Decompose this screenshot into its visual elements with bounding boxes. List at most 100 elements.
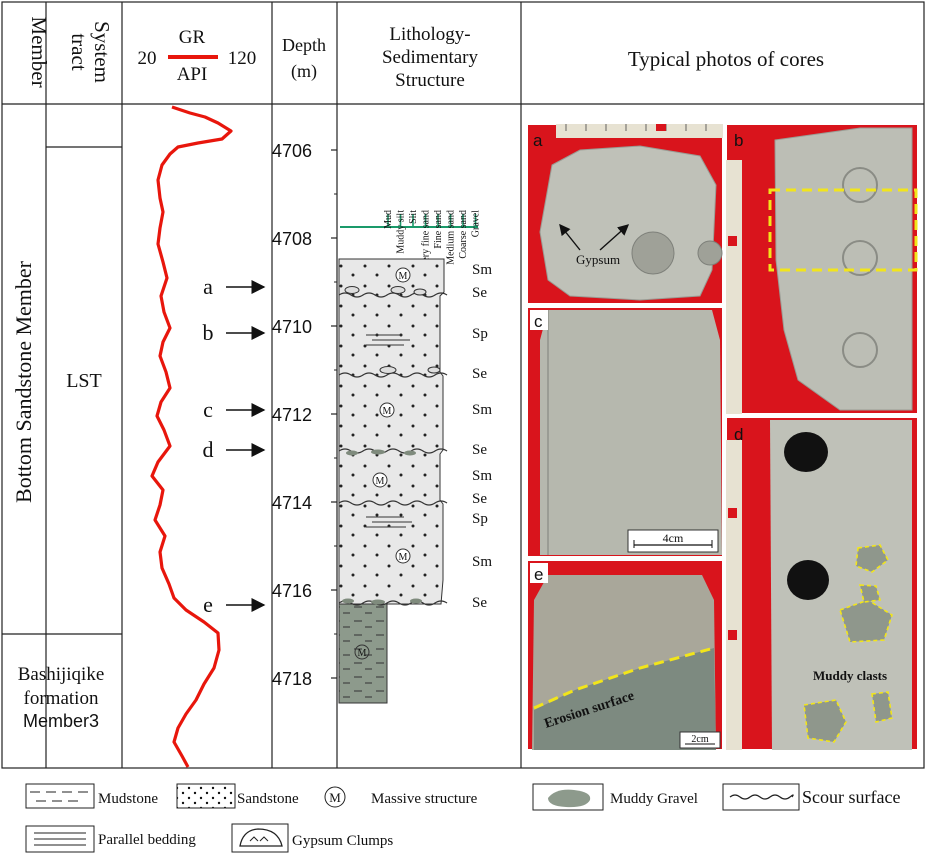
gypsum-arrow-left bbox=[559, 223, 581, 251]
mudstone-body bbox=[338, 603, 388, 704]
core-photo-a: a Gypsum bbox=[526, 123, 724, 305]
gr-unit: API bbox=[177, 64, 208, 85]
header-lithology-1: Lithology- bbox=[389, 24, 470, 45]
depth-tick-label: 4712 bbox=[272, 405, 312, 425]
photo-e-label: e bbox=[534, 565, 543, 584]
member-bashijiqike-line1: Bashijiqike bbox=[18, 664, 105, 685]
system-tract-lst: LST bbox=[66, 370, 102, 392]
muddy-gravel-clasts bbox=[342, 449, 422, 605]
svg-text:Parallel bedding: Parallel bedding bbox=[98, 832, 196, 848]
photo-b-label: b bbox=[734, 131, 743, 150]
core-photo-e: e Erosion surface 2cm bbox=[526, 559, 724, 751]
depth-tick-label: 4714 bbox=[272, 493, 312, 513]
legend-sandstone: Sandstone bbox=[176, 783, 299, 809]
svg-text:4cm: 4cm bbox=[663, 531, 684, 545]
core-photos: a Gypsum b c bbox=[526, 123, 919, 751]
header-lithology-2: Sedimentary bbox=[382, 47, 479, 68]
legend-mudstone: Mudstone bbox=[25, 783, 158, 809]
gypsum-clumps bbox=[344, 286, 441, 374]
header-member: Member bbox=[27, 16, 51, 87]
svg-text:Gypsum Clumps: Gypsum Clumps bbox=[292, 833, 393, 849]
header-system-tract-line1: System bbox=[90, 21, 114, 83]
photo-d-label: d bbox=[734, 425, 743, 444]
scale-bar-4cm: 4cm bbox=[627, 529, 719, 553]
gr-log-curve bbox=[150, 105, 233, 768]
core-photo-b: b bbox=[725, 123, 919, 415]
depth-tick-label: 4716 bbox=[272, 581, 312, 601]
gr-scale-header: GR 20 120 API bbox=[138, 27, 257, 85]
grain-size-label: Medium sand bbox=[446, 210, 457, 265]
gr-max: 120 bbox=[228, 48, 257, 69]
header-photos: Typical photos of cores bbox=[628, 47, 824, 71]
muddy-clasts-label: Muddy clasts bbox=[813, 668, 887, 683]
gr-min: 20 bbox=[138, 48, 157, 69]
gypsum-arrow-right bbox=[599, 224, 630, 251]
depth-axis: 4706 4708 4710 4712 4714 4716 4718 bbox=[272, 141, 338, 700]
svg-text:2cm: 2cm bbox=[691, 734, 708, 745]
core-photo-d: d Muddy clasts bbox=[725, 416, 919, 751]
erosion-surface-line bbox=[533, 646, 715, 710]
member-bashijiqike-line3: Member3 bbox=[23, 711, 99, 731]
facies-code: Se bbox=[472, 491, 487, 507]
massive-structure-symbols: M M M M M bbox=[354, 267, 411, 660]
photo-a-label: a bbox=[533, 131, 543, 150]
member-bottom-sandstone: Bottom Sandstone Member bbox=[11, 260, 36, 503]
facies-code: Se bbox=[472, 595, 487, 611]
sample-marker-label: c bbox=[203, 397, 213, 422]
depth-tick-label: 4718 bbox=[272, 669, 312, 689]
gypsum-label: Gypsum bbox=[576, 252, 620, 267]
svg-text:M: M bbox=[399, 552, 408, 563]
legend-massive: M Massive structure bbox=[324, 786, 478, 808]
yellow-dashed-box bbox=[768, 188, 918, 272]
facies-code: Sp bbox=[472, 511, 488, 527]
facies-code: Sm bbox=[472, 554, 492, 570]
sandstone-body bbox=[338, 258, 445, 605]
sample-marker-label: e bbox=[203, 592, 213, 617]
svg-text:M: M bbox=[329, 790, 341, 805]
header-depth: Depth bbox=[282, 35, 326, 55]
legend-gypsum: Gypsum Clumps bbox=[231, 823, 393, 853]
legend-parallel: Parallel bedding bbox=[25, 825, 196, 853]
facies-code: Sm bbox=[472, 262, 492, 278]
svg-text:M: M bbox=[376, 476, 385, 487]
header-depth-unit: (m) bbox=[291, 61, 317, 82]
depth-tick-label: 4708 bbox=[272, 229, 312, 249]
legend-scour: Scour surface bbox=[722, 783, 900, 811]
svg-text:Muddy Gravel: Muddy Gravel bbox=[610, 791, 698, 807]
facies-code: Sm bbox=[472, 402, 492, 418]
svg-text:Sandstone: Sandstone bbox=[237, 791, 299, 807]
depth-tick-label: 4706 bbox=[272, 141, 312, 161]
svg-text:Scour surface: Scour surface bbox=[802, 787, 900, 807]
svg-text:Massive structure: Massive structure bbox=[371, 791, 478, 807]
core-photo-c: c 4cm bbox=[526, 306, 724, 558]
facies-code: Se bbox=[472, 285, 487, 301]
grain-size-label: Fine sand bbox=[433, 210, 444, 249]
svg-text:M: M bbox=[358, 648, 367, 659]
scale-bar-2cm: 2cm bbox=[679, 731, 721, 749]
grain-size-label: Muddy silt bbox=[396, 210, 407, 254]
facies-code: Se bbox=[472, 366, 487, 382]
legend-muddy-gravel: Muddy Gravel bbox=[532, 783, 698, 811]
header-system-tract-line2: tract bbox=[67, 33, 91, 70]
svg-text:M: M bbox=[383, 406, 392, 417]
sample-marker-label: b bbox=[203, 320, 214, 345]
facies-code: Sm bbox=[472, 468, 492, 484]
grain-size-label: Gravel bbox=[471, 210, 482, 237]
photo-c-label: c bbox=[534, 312, 543, 331]
svg-text:M: M bbox=[399, 271, 408, 282]
facies-code: Se bbox=[472, 442, 487, 458]
parallel-bedding bbox=[366, 334, 412, 528]
member-bashijiqike-line2: formation bbox=[24, 688, 99, 709]
header-lithology-3: Structure bbox=[395, 70, 465, 91]
sample-marker-label: a bbox=[203, 274, 213, 299]
facies-code: Sp bbox=[472, 326, 488, 342]
grain-size-label: Very fine sand bbox=[421, 210, 432, 268]
grain-size-label: Slit bbox=[408, 210, 419, 224]
depth-tick-label: 4710 bbox=[272, 317, 312, 337]
legend: Mudstone Sandstone M Massive structure M… bbox=[25, 783, 900, 853]
grain-size-label: Mud bbox=[383, 210, 394, 229]
gr-label: GR bbox=[179, 27, 206, 48]
